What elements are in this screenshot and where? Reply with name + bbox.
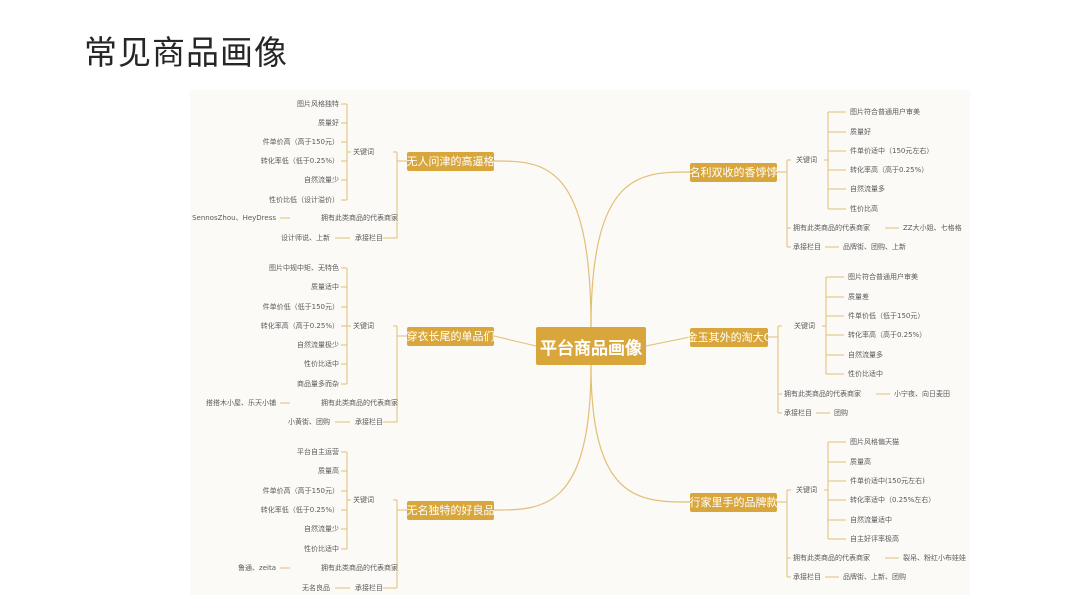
keyword-leaf: 图片风格偏天猫	[850, 438, 899, 446]
merchants-label: 拥有此类商品的代表商家	[793, 554, 870, 562]
keywords-label: 关键词	[353, 148, 374, 156]
keyword-leaf: 质量高	[850, 458, 871, 466]
mindmap-connectors	[280, 103, 899, 589]
keyword-leaf: 件单价高（高于150元）	[262, 138, 339, 146]
channel-value: 小黄街、团购	[288, 418, 330, 426]
merchants-value: 鲁通、zeita	[238, 564, 276, 572]
keyword-leaf: 性价比高	[850, 205, 878, 213]
merchants-value: 裂帛、粉红小布娃娃	[903, 554, 966, 562]
keyword-leaf: 转化率高（高于0.25%）	[848, 331, 927, 339]
keyword-leaf: 质量好	[318, 119, 339, 127]
channel-value: 无名良品	[302, 584, 330, 592]
merchants-value: SennosZhou、HeyDress	[192, 214, 276, 222]
merchants-label: 拥有此类商品的代表商家	[793, 224, 870, 232]
branch-node[interactable]: 行家里手的品牌款	[690, 492, 778, 512]
channel-label: 承接栏目	[793, 573, 821, 581]
keyword-leaf: 图片中规中矩、无特色	[269, 264, 339, 272]
keyword-leaf: 性价比适中	[848, 370, 883, 378]
keyword-leaf: 转化率适中（0.25%左右）	[850, 496, 936, 504]
keywords-label: 关键词	[353, 496, 374, 504]
merchants-label: 拥有此类商品的代表商家	[784, 390, 861, 398]
channel-label: 承接栏目	[355, 234, 383, 242]
keyword-leaf: 质量高	[318, 467, 339, 475]
keyword-leaf: 质量好	[850, 128, 871, 136]
keyword-leaf: 件单价适中(150元左右)	[850, 477, 925, 485]
channel-label: 承接栏目	[355, 418, 383, 426]
merchants-value: 小宁夜、向日麦田	[894, 390, 950, 398]
channel-value: 团购	[834, 409, 848, 417]
keyword-leaf: 件单价低（低于150元）	[848, 312, 925, 320]
channel-label: 承接栏目	[355, 584, 383, 592]
keyword-leaf: 自然流量少	[304, 525, 339, 533]
keyword-leaf: 自然流量多	[848, 351, 883, 359]
keyword-leaf: 平台自主运营	[297, 448, 339, 456]
keyword-leaf: 质量适中	[311, 283, 339, 291]
keyword-leaf: 自然流量多	[850, 185, 885, 193]
keywords-label: 关键词	[353, 322, 374, 330]
keyword-leaf: 转化率低（低于0.25%）	[260, 157, 339, 165]
branch-node[interactable]: 无人问津的高逼格	[407, 151, 495, 171]
keywords-label: 关键词	[794, 322, 815, 330]
keyword-leaf: 性价比适中	[304, 545, 339, 553]
channel-value: 设计师说、上新	[281, 234, 330, 242]
keyword-leaf: 性价比低（设计溢价）	[269, 196, 339, 204]
keyword-leaf: 件单价高（高于150元）	[262, 487, 339, 495]
merchants-label: 拥有此类商品的代表商家	[321, 399, 398, 407]
branch-node[interactable]: 金玉其外的淘大C	[687, 327, 771, 347]
keyword-leaf: 转化率高（高于0.25%）	[260, 322, 339, 330]
keyword-leaf: 自主好评率极高	[850, 535, 899, 543]
branch-node[interactable]: 穿衣长尾的单品们	[407, 326, 495, 346]
merchants-label: 拥有此类商品的代表商家	[321, 214, 398, 222]
keyword-leaf: 商品量多而杂	[297, 380, 339, 388]
keywords-label: 关键词	[796, 486, 817, 494]
channel-value: 品牌街、团购、上新	[843, 243, 906, 251]
branch-node[interactable]: 无名独特的好良品	[407, 500, 495, 520]
keyword-leaf: 件单价适中（150元左右）	[850, 147, 934, 155]
keyword-leaf: 质量差	[848, 293, 869, 301]
channel-value: 品牌街、上新、团购	[843, 573, 906, 581]
keyword-leaf: 转化率低（低于0.25%）	[260, 506, 339, 514]
keywords-label: 关键词	[796, 156, 817, 164]
merchants-value: 搭搭木小屋、乐天小铺	[206, 399, 276, 407]
keyword-leaf: 自然流量适中	[850, 516, 892, 524]
page-title: 常见商品画像	[84, 33, 288, 72]
keyword-leaf: 性价比适中	[304, 360, 339, 368]
channel-label: 承接栏目	[793, 243, 821, 251]
keyword-leaf: 自然流量少	[304, 176, 339, 184]
keyword-leaf: 图片风格独特	[297, 100, 339, 108]
keyword-leaf: 图片符合普通用户审美	[850, 108, 920, 116]
central-topic[interactable]: 平台商品画像	[536, 327, 646, 365]
branch-node[interactable]: 名利双收的香饽饽	[690, 162, 778, 182]
keyword-leaf: 自然流量极少	[297, 341, 339, 349]
merchants-label: 拥有此类商品的代表商家	[321, 564, 398, 572]
keyword-leaf: 件单价低（低于150元）	[262, 303, 339, 311]
mindmap-canvas: 平台商品画像 无人问津的高逼格关键词图片风格独特质量好件单价高（高于150元）转…	[190, 90, 970, 595]
keyword-leaf: 图片符合普通用户审美	[848, 273, 918, 281]
keyword-leaf: 转化率高（高于0.25%）	[850, 166, 929, 174]
merchants-value: ZZ大小姐、七格格	[903, 224, 962, 232]
channel-label: 承接栏目	[784, 409, 812, 417]
